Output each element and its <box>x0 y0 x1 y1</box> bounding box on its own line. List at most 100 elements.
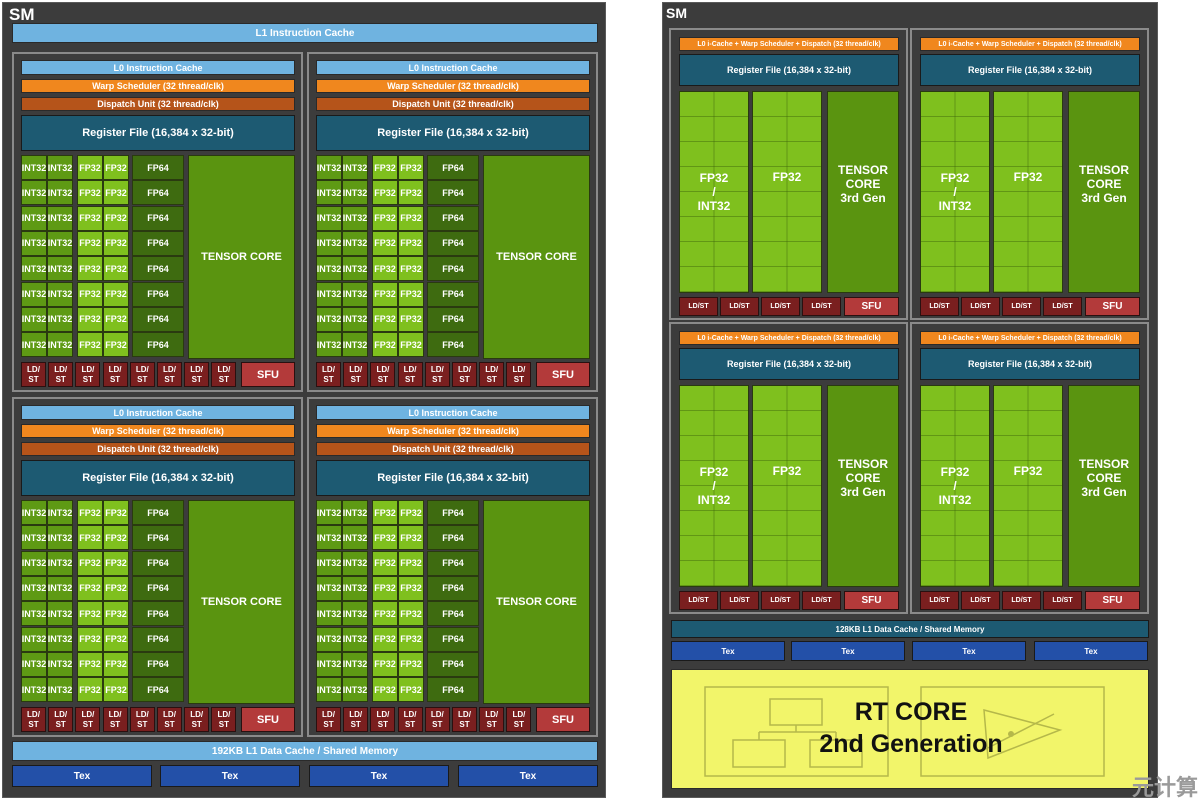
fp32-unit: FP32 <box>77 332 103 358</box>
fp32-unit: FP32 <box>398 306 424 332</box>
ldst-unit: LD/ST <box>343 362 369 387</box>
fp32-int32-label-line: FP32 <box>699 171 729 185</box>
left-sm-title: SM <box>9 5 35 24</box>
ldst-label-top: LD/ <box>27 709 40 719</box>
ldst-unit: LD/ST <box>920 297 959 316</box>
fp32-unit: FP32 <box>372 601 398 627</box>
int32-unit: INT32 <box>21 500 47 525</box>
int32-unit: INT32 <box>316 205 342 231</box>
ldst-label: LD/ST <box>27 365 40 385</box>
icache-warp-dispatch: L0 i-Cache + Warp Scheduler + Dispatch (… <box>679 331 899 345</box>
ldst-unit: LD/ST <box>679 297 718 316</box>
int32-unit: INT32 <box>21 205 47 231</box>
ldst-label: LD/ST <box>54 365 67 385</box>
fp64-unit: FP64 <box>427 550 479 576</box>
fp64-unit: FP64 <box>132 525 184 551</box>
rt-core: RT CORE 2nd Generation <box>671 669 1149 789</box>
int32-unit: INT32 <box>342 281 368 307</box>
fp64-unit: FP64 <box>427 256 479 282</box>
ldst-label: LD/ST <box>190 365 203 385</box>
ldst-label: LD/ST <box>81 365 94 385</box>
ldst-unit: LD/ST <box>1043 297 1082 316</box>
fp32-unit: FP32 <box>103 306 129 332</box>
tensor-core-label-line: TENSOR <box>1078 163 1129 177</box>
int32-unit: INT32 <box>342 180 368 206</box>
ldst-unit: LD/ST <box>211 362 237 387</box>
ldst-label-top: LD/ <box>190 709 204 719</box>
watermark: 元计算 <box>1132 775 1199 800</box>
ldst-label-top: LD/ <box>54 709 68 719</box>
ldst-label-top: LD/ <box>217 364 231 374</box>
processing-block: L0 i-Cache + Warp Scheduler + Dispatch (… <box>910 28 1149 320</box>
int32-unit: INT32 <box>316 230 342 256</box>
ldst-label-top: LD/ <box>190 364 204 374</box>
ldst-unit: LD/ST <box>452 362 477 387</box>
ldst-unit: LD/ST <box>720 591 759 610</box>
int32-unit: INT32 <box>21 281 47 307</box>
ldst-unit: LD/ST <box>424 707 450 732</box>
ldst-label-bottom: ST <box>350 374 361 384</box>
fp32-unit: FP32 <box>372 332 398 358</box>
int32-unit: INT32 <box>342 332 368 358</box>
sfu-unit: SFU <box>844 591 899 610</box>
fp64-unit: FP64 <box>427 230 479 256</box>
ldst-label: LD/ST <box>512 365 525 385</box>
fp32-unit: FP32 <box>398 601 424 627</box>
rt-core-title: RT CORE <box>854 698 968 726</box>
int32-unit: INT32 <box>342 677 368 703</box>
fp64-unit: FP64 <box>132 677 184 703</box>
icache-warp-dispatch: L0 i-Cache + Warp Scheduler + Dispatch (… <box>920 331 1140 345</box>
fp32-int32-label-line: / <box>953 479 957 493</box>
ldst-label-top: LD/ <box>458 709 471 719</box>
ldst-label-top: LD/ <box>322 364 335 374</box>
int32-unit: INT32 <box>316 281 342 307</box>
fp32-unit: FP32 <box>372 651 398 677</box>
ldst-label-bottom: ST <box>323 374 334 384</box>
tensor-core: TENSOR CORE <box>188 155 295 359</box>
fp32-int32-label: FP32/INT32 <box>939 171 972 213</box>
ldst-label: LD/ST <box>322 710 335 730</box>
int32-unit: INT32 <box>47 525 73 551</box>
ldst-label-top: LD/ <box>376 364 390 374</box>
ldst-label: LD/ST <box>322 365 335 385</box>
ldst-unit: LD/ST <box>211 707 237 732</box>
ldst-label-top: LD/ <box>349 709 363 719</box>
ldst-label-top: LD/ <box>376 709 390 719</box>
ldst-label-bottom: ST <box>404 374 416 384</box>
fp32-unit: FP32 <box>77 281 103 307</box>
fp32-unit: FP32 <box>77 525 103 551</box>
int32-unit: INT32 <box>47 306 73 332</box>
tex-unit: Tex <box>160 765 300 787</box>
int32-unit: INT32 <box>342 575 368 601</box>
right-sm-block: SM L0 i-Cache + Warp Scheduler + Dispatc… <box>662 2 1158 798</box>
fp64-unit: FP64 <box>132 500 184 525</box>
ldst-unit: LD/ST <box>479 362 505 387</box>
fp32-int32-label-line: INT32 <box>938 199 972 213</box>
tensor-core-label-line: 3rd Gen <box>1081 191 1127 205</box>
fp32-unit: FP32 <box>372 306 398 332</box>
ldst-label-top: LD/ <box>485 709 499 719</box>
fp64-unit: FP64 <box>132 256 184 282</box>
dispatch-unit: Dispatch Unit (32 thread/clk) <box>21 442 295 456</box>
fp64-unit: FP64 <box>132 180 184 206</box>
fp32-unit: FP32 <box>77 651 103 677</box>
ldst-label-bottom: ST <box>55 719 66 729</box>
fp32-int32-label-line: FP32 <box>940 465 970 479</box>
ldst-label-top: LD/ <box>81 364 95 374</box>
fp32-unit: FP32 <box>103 180 129 206</box>
ldst-label-bottom: ST <box>137 374 148 384</box>
tensor-core-label-line: 3rd Gen <box>840 485 886 499</box>
fp32-unit: FP32 <box>372 281 398 307</box>
warp-scheduler: Warp Scheduler (32 thread/clk) <box>21 79 295 93</box>
l0-instruction-cache: L0 Instruction Cache <box>21 405 295 420</box>
int32-unit: INT32 <box>21 230 47 256</box>
ldst-label: LD/ST <box>217 365 230 385</box>
fp32-unit: FP32 <box>372 256 398 282</box>
fp32-unit: FP32 <box>103 677 129 703</box>
int32-unit: INT32 <box>342 205 368 231</box>
sfu-unit: SFU <box>241 362 295 387</box>
int32-unit: INT32 <box>47 575 73 601</box>
